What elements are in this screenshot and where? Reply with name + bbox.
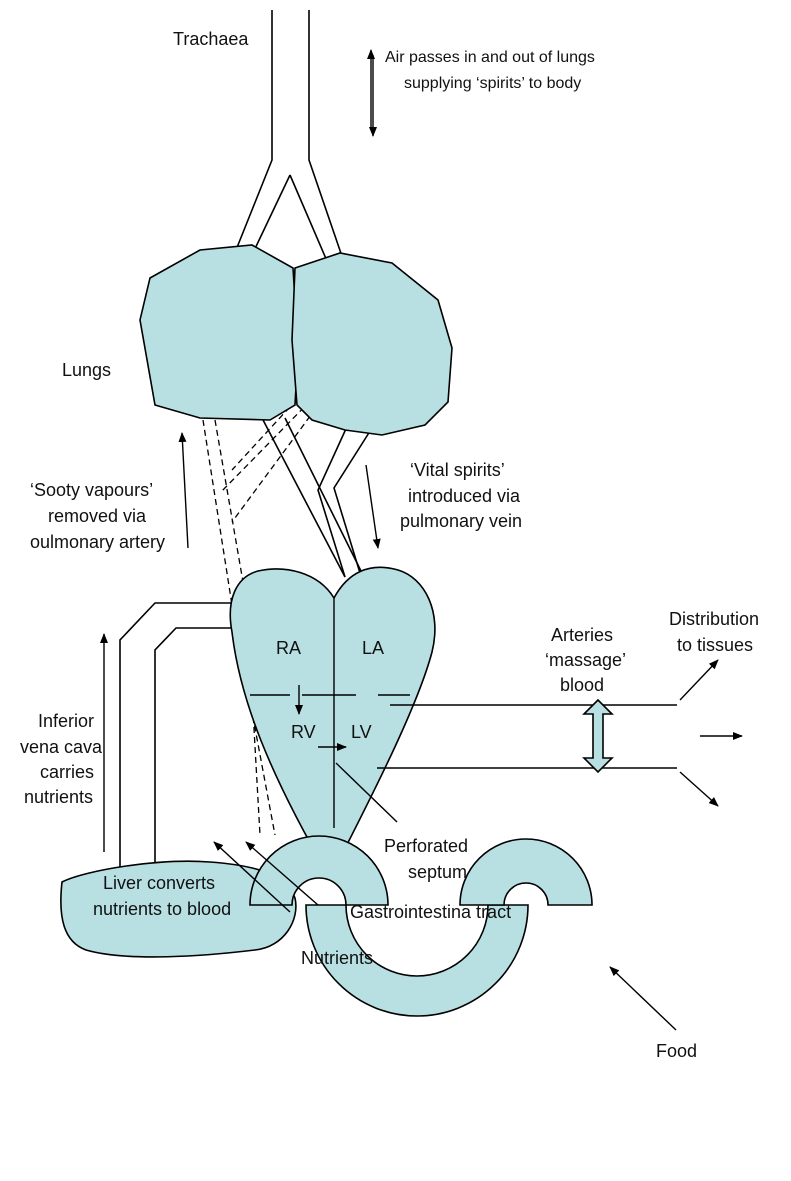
- right-lung: [140, 245, 298, 420]
- gi-tract-label: Gastrointestina tract: [350, 902, 511, 922]
- arteries-caption-line1: Arteries: [551, 625, 613, 645]
- vital-caption-line1: ‘Vital spirits’: [410, 460, 505, 480]
- septum-caption-line1: Perforated: [384, 836, 468, 856]
- food-label: Food: [656, 1041, 697, 1061]
- ivc-caption-line2: vena cava: [20, 737, 103, 757]
- nutrients-label: Nutrients: [301, 948, 373, 968]
- air-caption-line1: Air passes in and out of lungs: [385, 49, 595, 66]
- left-lung: [292, 253, 452, 435]
- vital-caption-line2: introduced via: [408, 486, 521, 506]
- trachea: [236, 10, 346, 268]
- inferior-vena-cava: [120, 603, 234, 870]
- sooty-caption-line2: removed via: [48, 506, 147, 526]
- ra-label: RA: [276, 638, 301, 658]
- arteries-caption-line2: ‘massage’: [545, 650, 626, 670]
- la-label: LA: [362, 638, 384, 658]
- sooty-vapours-arrow: [182, 433, 188, 548]
- air-caption-line2: supplying ‘spirits’ to body: [404, 75, 581, 92]
- distribution-caption-line2: to tissues: [677, 635, 753, 655]
- ivc-caption-line4: nutrients: [24, 787, 93, 807]
- trachaea-label: Trachaea: [173, 29, 249, 49]
- lv-label: LV: [351, 722, 372, 742]
- ivc-caption-line3: carries: [40, 762, 94, 782]
- septum-caption-line2: septum: [408, 862, 467, 882]
- arteries-caption-line3: blood: [560, 675, 604, 695]
- heart: [230, 567, 435, 878]
- distribution-caption-line1: Distribution: [669, 609, 759, 629]
- food-arrow: [610, 967, 676, 1030]
- sooty-caption-line3: oulmonary artery: [30, 532, 165, 552]
- vital-caption-line3: pulmonary vein: [400, 511, 522, 531]
- vital-spirits-arrow: [366, 465, 378, 548]
- liver-caption-line1: Liver converts: [103, 873, 215, 893]
- lungs-label: Lungs: [62, 360, 111, 380]
- rv-label: RV: [291, 722, 316, 742]
- sooty-caption-line1: ‘Sooty vapours’: [30, 480, 153, 500]
- ivc-caption-line1: Inferior: [38, 711, 94, 731]
- liver-caption-line2: nutrients to blood: [93, 899, 231, 919]
